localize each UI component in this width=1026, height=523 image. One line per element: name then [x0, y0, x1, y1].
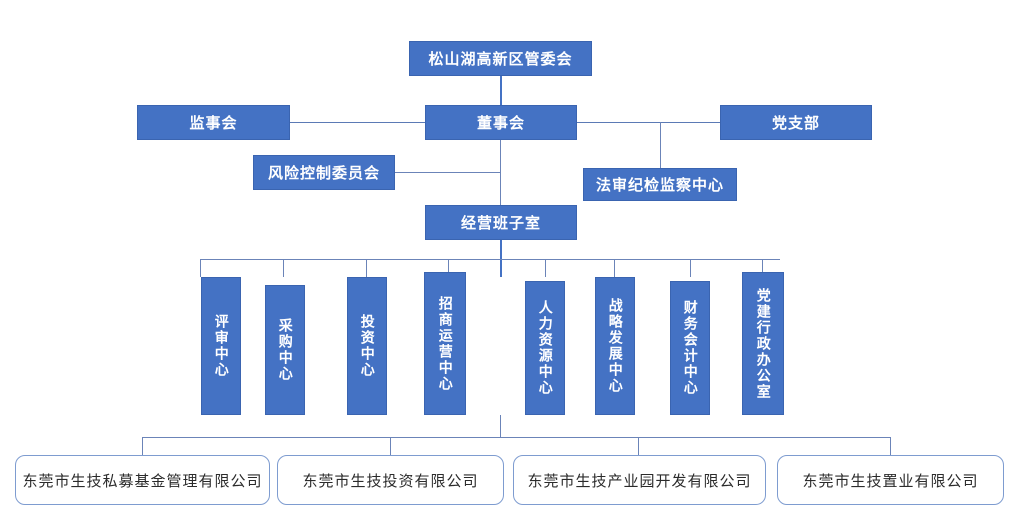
node-department-investment-promotion-center[interactable]: 招商运营中心: [424, 272, 466, 415]
connector-department-bus: [200, 259, 780, 260]
node-department-review-center[interactable]: 评审中心: [201, 277, 241, 415]
node-management-office[interactable]: 经营班子室: [425, 205, 577, 240]
node-department-strategy-development-center[interactable]: 战略发展中心: [595, 277, 635, 415]
node-supervisor-board[interactable]: 监事会: [137, 105, 290, 140]
connector-top-to-board: [500, 76, 502, 105]
node-department-finance-accounting-center[interactable]: 财务会计中心: [670, 281, 710, 415]
connector-management-to-subsidiary-bus: [500, 415, 501, 437]
node-risk-control-committee[interactable]: 风险控制委员会: [253, 155, 395, 190]
connector-management-down: [500, 240, 502, 277]
node-department-party-admin-office[interactable]: 党建行政办公室: [742, 272, 784, 415]
node-subsidiary-real-estate[interactable]: 东莞市生技置业有限公司: [777, 455, 1004, 505]
connector-drop-dept-7: [690, 259, 691, 277]
node-party-branch[interactable]: 党支部: [720, 105, 872, 140]
connector-drop-dept-1: [200, 259, 201, 277]
node-department-human-resources-center[interactable]: 人力资源中心: [525, 281, 565, 415]
connector-supervisor-to-board: [290, 122, 425, 123]
connector-board-down: [500, 140, 501, 205]
connector-drop-dept-6: [614, 259, 615, 277]
connector-drop-sub-4: [890, 437, 891, 455]
node-audit-inspection-center[interactable]: 法审纪检监察中心: [583, 168, 737, 201]
connector-drop-dept-3: [366, 259, 367, 277]
connector-drop-dept-4: [448, 259, 449, 277]
connector-drop-sub-2: [390, 437, 391, 455]
connector-risk-to-board: [395, 172, 500, 173]
node-board-of-directors[interactable]: 董事会: [425, 105, 577, 140]
connector-drop-dept-5: [545, 259, 546, 277]
connector-drop-dept-2: [283, 259, 284, 277]
node-subsidiary-industrial-park[interactable]: 东莞市生技产业园开发有限公司: [513, 455, 766, 505]
connector-spine-to-audit: [660, 122, 661, 168]
node-subsidiary-investment[interactable]: 东莞市生技投资有限公司: [277, 455, 504, 505]
connector-drop-dept-8: [762, 259, 763, 277]
connector-drop-sub-1: [142, 437, 143, 455]
connector-subsidiary-bus: [142, 437, 890, 438]
connector-drop-sub-3: [638, 437, 639, 455]
node-subsidiary-fund-management[interactable]: 东莞市生技私募基金管理有限公司: [15, 455, 270, 505]
node-top-authority[interactable]: 松山湖高新区管委会: [409, 41, 592, 76]
connector-board-to-party: [577, 122, 720, 123]
node-department-investment-center[interactable]: 投资中心: [347, 277, 387, 415]
node-department-procurement-center[interactable]: 采购中心: [265, 285, 305, 415]
